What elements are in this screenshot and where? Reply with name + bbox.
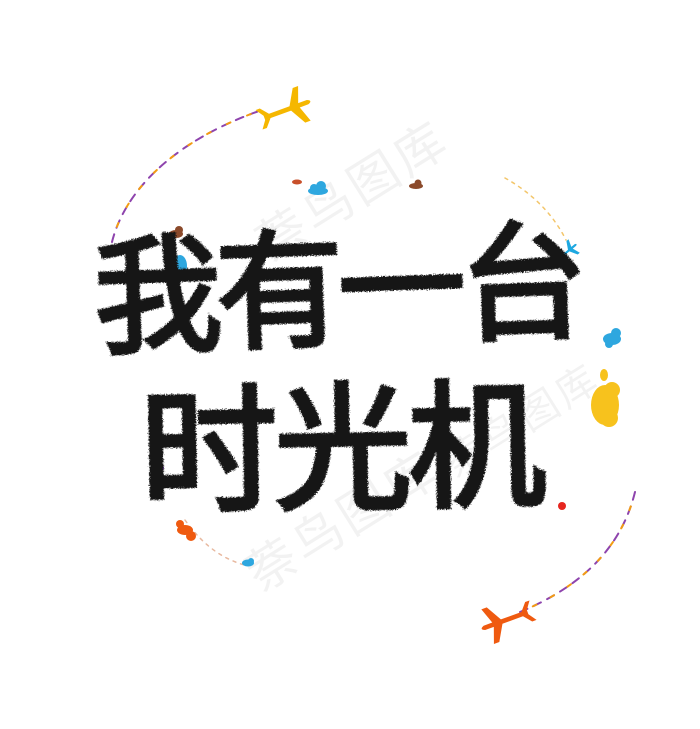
cloud-icon bbox=[169, 226, 183, 238]
plane-icon bbox=[553, 239, 580, 265]
cloud-icon bbox=[176, 520, 196, 541]
artwork-title: 我有一台 时光机 bbox=[88, 208, 648, 542]
cloud-icon bbox=[308, 181, 328, 195]
trail-line bbox=[111, 109, 263, 243]
cloud-icon bbox=[409, 179, 423, 189]
trail-line bbox=[519, 491, 636, 613]
trail-line bbox=[504, 177, 567, 241]
cloud-icon bbox=[292, 179, 302, 185]
decorative-dot bbox=[158, 465, 164, 471]
cloud-icon bbox=[591, 369, 620, 427]
cloud-icon bbox=[242, 558, 254, 567]
plane-icon bbox=[481, 600, 537, 644]
title-line-1: 我有一台 bbox=[91, 208, 585, 375]
plane-icon bbox=[255, 86, 311, 130]
cloud-icon bbox=[603, 328, 621, 348]
cloud-icon bbox=[173, 255, 187, 277]
title-line-2: 时光机 bbox=[138, 366, 544, 535]
decorative-dot bbox=[558, 502, 566, 510]
